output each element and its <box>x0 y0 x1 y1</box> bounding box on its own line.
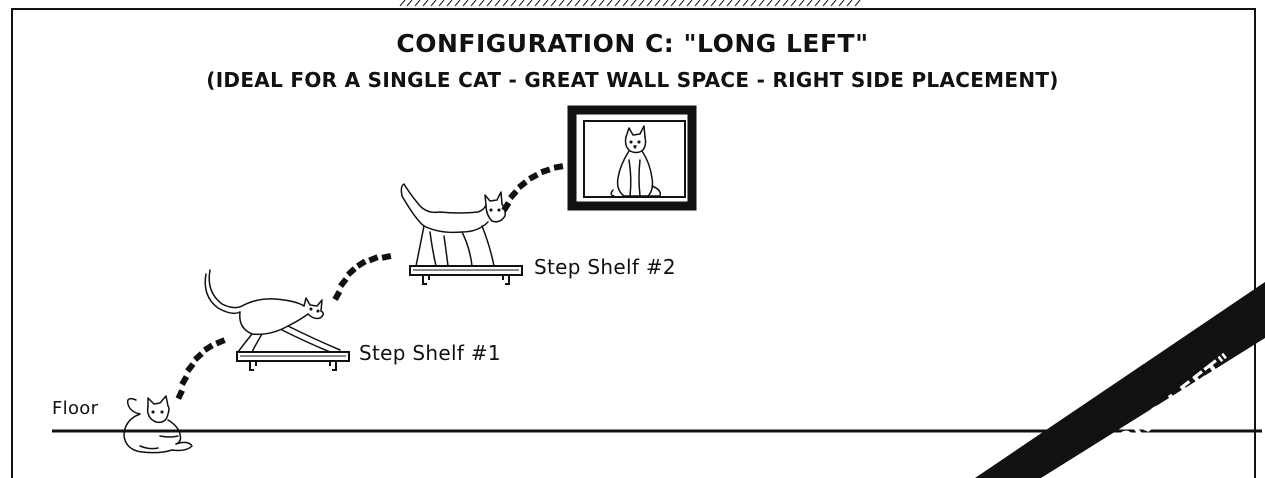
diagram-frame <box>11 8 1256 478</box>
cat-on-shelf-1 <box>204 269 341 353</box>
jump-path-shelf1-to-shelf2 <box>332 253 392 301</box>
window-frame <box>567 105 697 211</box>
jump-path-shelf2-to-window <box>501 163 564 212</box>
step-shelf-1 <box>236 351 350 371</box>
cat-on-floor <box>123 395 193 454</box>
jump-path-floor-to-shelf1 <box>175 337 226 400</box>
corner-banner <box>975 282 1265 478</box>
diagram-subtitle: (IDEAL FOR A SINGLE CAT - GREAT WALL SPA… <box>206 68 1059 92</box>
floor-label: Floor <box>52 398 99 419</box>
step-shelf-2 <box>409 265 523 285</box>
cat-on-shelf-2 <box>400 183 506 267</box>
header-hatching <box>399 0 861 7</box>
diagram-title: CONFIGURATION C: "LONG LEFT" <box>396 29 869 58</box>
cat-in-window <box>610 125 662 197</box>
step-shelf-2-label: Step Shelf #2 <box>534 255 676 279</box>
step-shelf-1-label: Step Shelf #1 <box>359 341 501 365</box>
